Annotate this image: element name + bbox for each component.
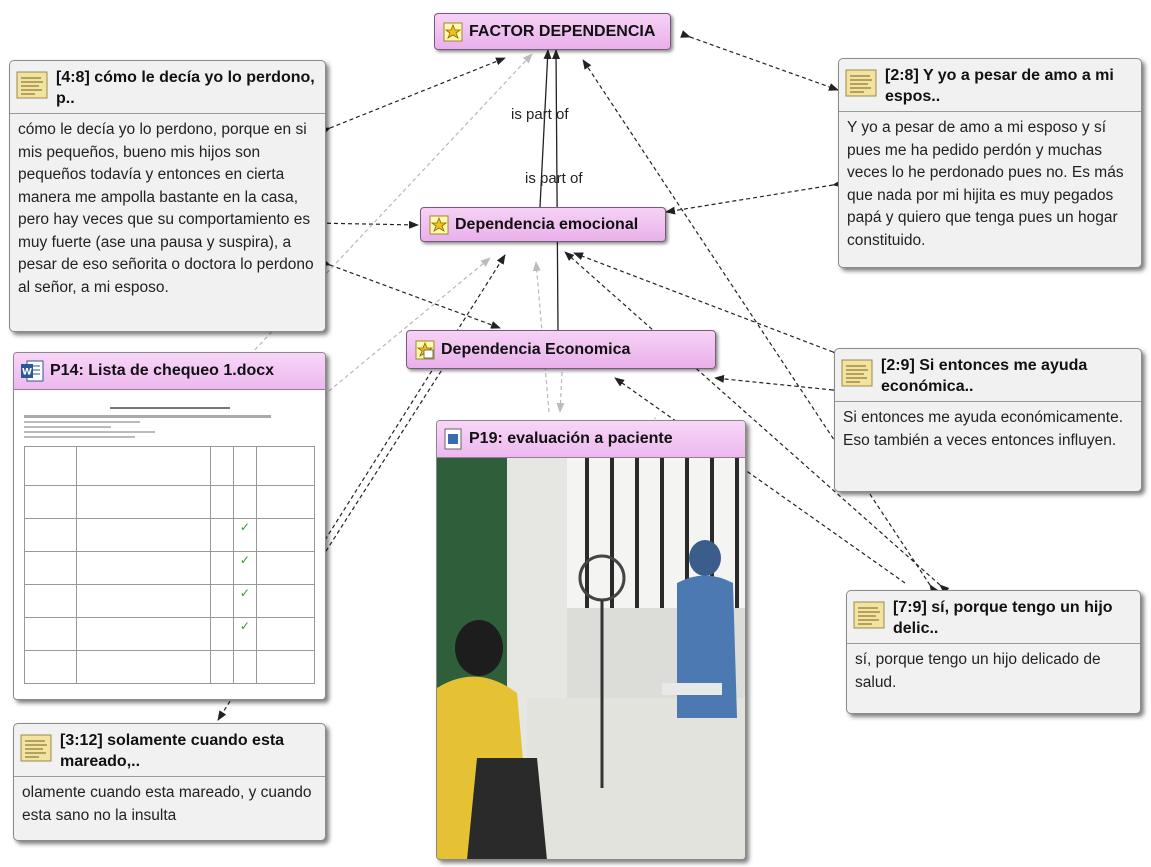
quote-title: [2:8] Y yo a pesar de amo a mi espos.. — [885, 67, 1114, 105]
word-doc-icon: W — [20, 360, 44, 382]
quote-note-icon — [853, 601, 885, 629]
quote-header: [7:9] sí, porque tengo un hijo delic.. — [847, 591, 1140, 644]
document-p19[interactable]: P19: evaluación a paciente — [436, 420, 746, 860]
document-header: P19: evaluación a paciente — [437, 421, 745, 458]
quote-title: [2:9] Si entonces me ayuda económica.. — [881, 357, 1088, 395]
link-emocional-factor — [539, 49, 552, 208]
code-label: FACTOR DEPENDENCIA — [469, 22, 656, 40]
quote-2-8[interactable]: [2:8] Y yo a pesar de amo a mi espos.. Y… — [838, 58, 1142, 268]
quote-title: [4:8] cómo le decía yo lo perdono, p.. — [56, 69, 315, 107]
link-economica-factor — [552, 49, 561, 331]
code-factor-dependencia[interactable]: FACTOR DEPENDENCIA — [434, 13, 671, 50]
code-star-memo-icon — [415, 340, 435, 360]
link-q48-factor — [320, 57, 506, 136]
patient-evaluation-photo — [437, 458, 745, 859]
link-p14-factor — [249, 53, 533, 356]
document-title: P19: evaluación a paciente — [469, 430, 673, 447]
link-q28-factor — [680, 30, 839, 91]
quote-3-12[interactable]: [3:12] solamente cuando esta mareado,.. … — [13, 723, 326, 841]
document-title: P14: Lista de chequeo 1.docx — [50, 362, 275, 379]
quote-body: sí, porque tengo un hijo delicado de sal… — [855, 651, 1101, 691]
quote-note-icon — [845, 69, 877, 97]
quote-note-icon — [841, 359, 873, 387]
relation-label-2: is part of — [525, 170, 583, 187]
quote-body: cómo le decía yo lo perdono, porque en s… — [18, 121, 314, 296]
link-p14-economica-grey — [317, 257, 491, 401]
code-label: Dependencia Economica — [441, 340, 631, 358]
document-header: W P14: Lista de chequeo 1.docx — [14, 353, 325, 390]
link-p14-emocional — [324, 254, 506, 541]
code-star-icon — [443, 22, 463, 42]
quote-header: [3:12] solamente cuando esta mareado,.. — [14, 724, 325, 777]
quote-header: [4:8] cómo le decía yo lo perdono, p.. — [10, 61, 325, 114]
document-page-preview: ✓ ✓ ✓ ✓ — [14, 390, 325, 684]
link-q48-economica — [320, 258, 501, 329]
quote-body: olamente cuando esta mareado, y cuando e… — [22, 784, 312, 824]
quote-4-8[interactable]: [4:8] cómo le decía yo lo perdono, p.. c… — [9, 60, 326, 332]
quote-note-icon — [16, 71, 48, 99]
link-q29-economica — [714, 374, 843, 395]
code-dependencia-economica[interactable]: Dependencia Economica — [406, 330, 716, 369]
quote-body: Y yo a pesar de amo a mi esposo y sí pue… — [847, 119, 1124, 249]
quote-header: [2:8] Y yo a pesar de amo a mi espos.. — [839, 59, 1141, 112]
image-doc-icon — [443, 428, 463, 450]
quote-body: Si entonces me ayuda económicamente. Eso… — [843, 409, 1124, 449]
link-q79-economica — [614, 377, 906, 584]
document-p14[interactable]: W P14: Lista de chequeo 1.docx ✓ ✓ ✓ ✓ — [13, 352, 326, 700]
relation-label-1: is part of — [511, 106, 569, 123]
quote-note-icon — [20, 734, 52, 762]
quote-title: [3:12] solamente cuando esta mareado,.. — [60, 732, 285, 770]
quote-7-9[interactable]: [7:9] sí, porque tengo un hijo delic.. s… — [846, 590, 1141, 714]
link-q28-emocional — [665, 179, 843, 215]
quote-header: [2:9] Si entonces me ayuda económica.. — [835, 349, 1141, 402]
link-q48-emocional — [303, 218, 419, 229]
quote-title: [7:9] sí, porque tengo un hijo delic.. — [893, 599, 1113, 637]
quote-2-9[interactable]: [2:9] Si entonces me ayuda económica.. S… — [834, 348, 1142, 492]
code-star-icon — [429, 215, 449, 235]
link-p19-economica — [556, 371, 565, 413]
code-label: Dependencia emocional — [455, 215, 639, 233]
svg-text:W: W — [22, 368, 32, 378]
code-dependencia-emocional[interactable]: Dependencia emocional — [420, 207, 666, 242]
